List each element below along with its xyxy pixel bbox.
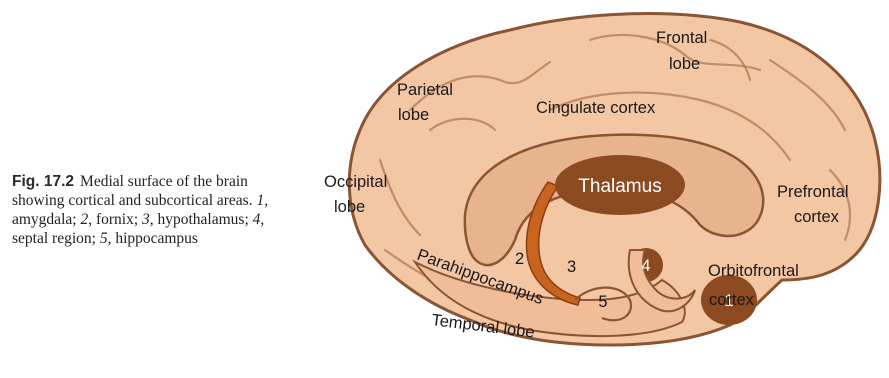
label-prefrontal-1: Prefrontal [777,183,849,201]
label-parietal-1: Parietal [397,81,453,99]
label-frontal-2: lobe [669,55,700,73]
label-occipital-2: lobe [334,198,365,216]
label-number-3: 3 [567,258,576,276]
caption-segment: , fornix; [88,211,142,228]
caption-segment: , hypothalamus; [150,211,253,228]
label-cingulate: Cingulate cortex [536,99,656,117]
label-orbitofrontal-2: cortex [709,291,755,309]
label-prefrontal-2: cortex [794,208,840,226]
label-frontal-1: Frontal [656,29,707,47]
label-number-4: 4 [641,257,650,275]
label-parietal-2: lobe [398,106,429,124]
figure-number: Fig. 17.2 [12,173,74,190]
brain-medial-illustration: Frontal lobe Parietal lobe Cingulate cor… [290,0,889,378]
label-orbitofrontal-1: Orbitofrontal [708,262,799,280]
caption-number: 3 [142,211,150,228]
label-number-2: 2 [515,250,524,268]
label-number-5: 5 [598,293,607,311]
label-thalamus: Thalamus [578,176,661,197]
caption-segment: , hippocampus [108,230,198,247]
label-occipital-1: Occipital [324,173,387,191]
caption-number: 5 [100,230,108,247]
